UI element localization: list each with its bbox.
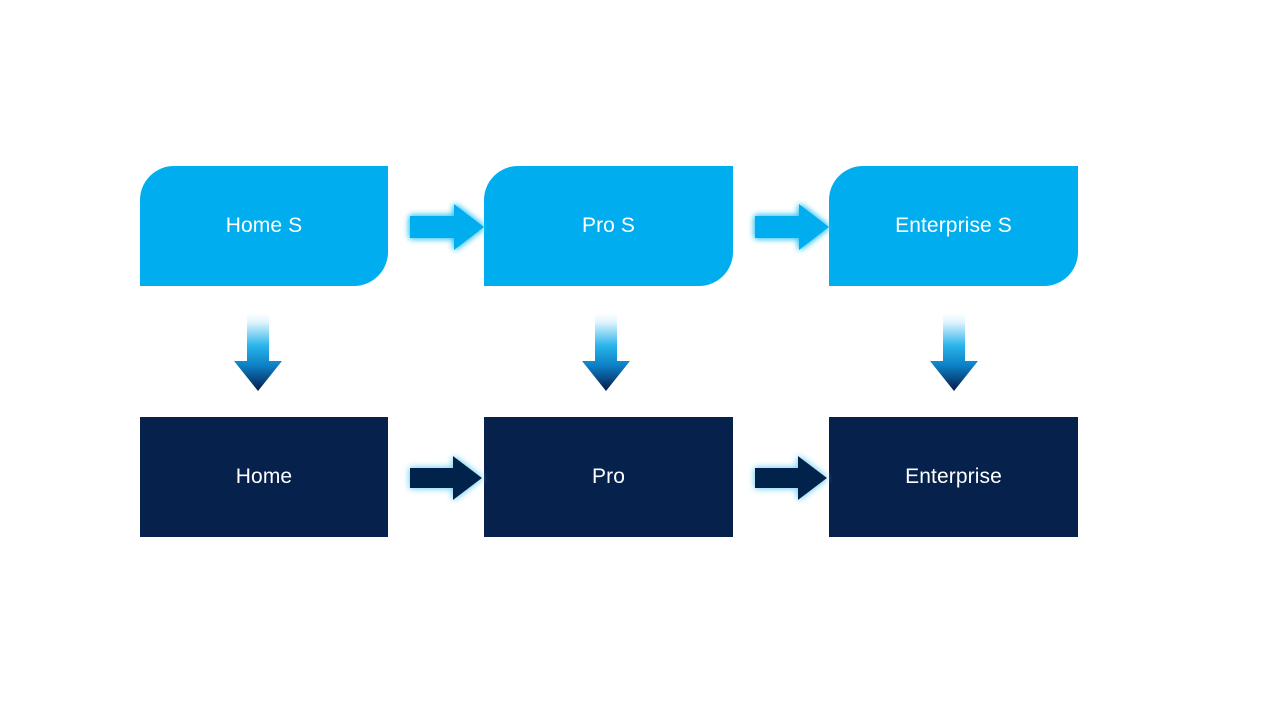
arrow-down-icon [582, 313, 630, 391]
connector-pro-to-enterprise [743, 446, 839, 510]
connector-home-s-to-pro-s [398, 195, 494, 259]
node-pro-s[interactable]: Pro S [484, 166, 733, 286]
arrow-right-icon [410, 456, 482, 500]
arrow-right-icon [755, 204, 829, 250]
connector-pro-s-to-pro [571, 303, 641, 399]
arrow-down-icon [930, 313, 978, 391]
arrow-right-icon [755, 456, 827, 500]
node-enterprise[interactable]: Enterprise [829, 417, 1078, 537]
node-pro[interactable]: Pro [484, 417, 733, 537]
connector-home-to-pro [398, 446, 494, 510]
connector-enterprise-s-to-enterprise [919, 303, 989, 399]
node-home-s[interactable]: Home S [140, 166, 388, 286]
node-home[interactable]: Home [140, 417, 388, 537]
node-enterprise-s[interactable]: Enterprise S [829, 166, 1078, 286]
connector-pro-s-to-enterprise-s [743, 195, 839, 259]
arrow-down-icon [234, 313, 282, 391]
connector-home-s-to-home [223, 303, 293, 399]
arrow-right-icon [410, 204, 484, 250]
